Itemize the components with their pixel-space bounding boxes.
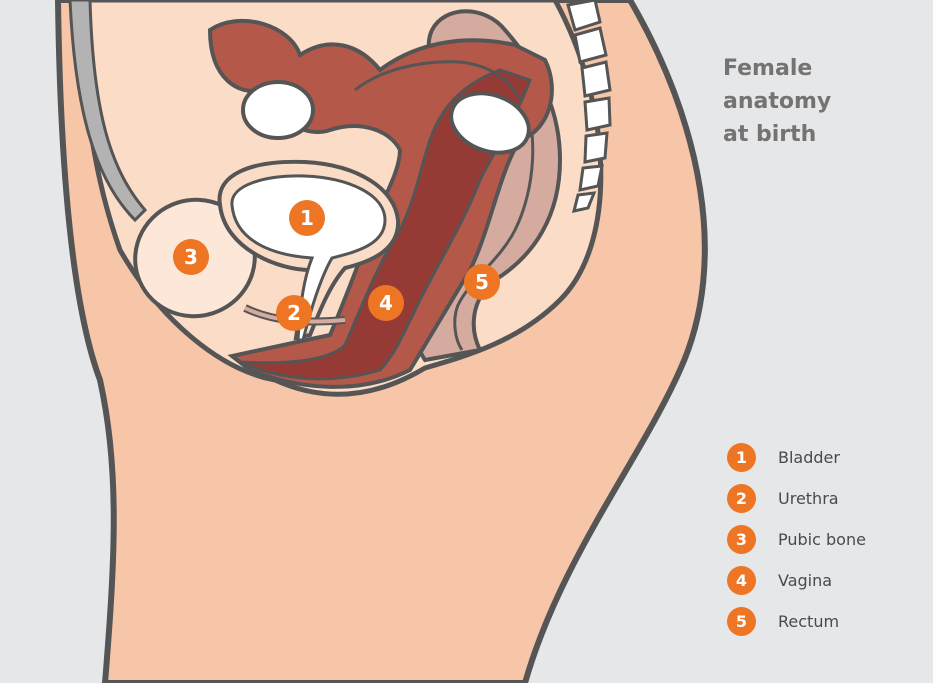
legend: 1 Bladder 2 Urethra 3 Pubic bone 4 Vagin… [727, 443, 866, 648]
marker-pubic-bone: 3 [173, 239, 209, 275]
ovary-left [243, 82, 313, 138]
legend-badge-5: 5 [727, 607, 756, 636]
marker-rectum: 5 [464, 264, 500, 300]
legend-badge-1: 1 [727, 443, 756, 472]
legend-item-rectum: 5 Rectum [727, 607, 866, 636]
legend-label-pubic-bone: Pubic bone [778, 530, 866, 549]
legend-label-bladder: Bladder [778, 448, 840, 467]
legend-item-bladder: 1 Bladder [727, 443, 866, 472]
legend-label-vagina: Vagina [778, 571, 832, 590]
legend-label-rectum: Rectum [778, 612, 839, 631]
marker-4-label: 4 [379, 291, 393, 315]
legend-item-vagina: 4 Vagina [727, 566, 866, 595]
title-line-2: at birth [723, 118, 923, 151]
legend-item-urethra: 2 Urethra [727, 484, 866, 513]
marker-bladder: 1 [289, 200, 325, 236]
legend-badge-4: 4 [727, 566, 756, 595]
diagram-title: Female anatomy at birth [723, 52, 923, 151]
legend-badge-2: 2 [727, 484, 756, 513]
marker-urethra: 2 [276, 295, 312, 331]
legend-badge-3: 3 [727, 525, 756, 554]
marker-2-label: 2 [287, 301, 301, 325]
marker-vagina: 4 [368, 285, 404, 321]
marker-5-label: 5 [475, 270, 489, 294]
legend-item-pubic-bone: 3 Pubic bone [727, 525, 866, 554]
marker-3-label: 3 [184, 245, 198, 269]
title-line-1: Female anatomy [723, 52, 923, 118]
legend-label-urethra: Urethra [778, 489, 839, 508]
marker-1-label: 1 [300, 206, 314, 230]
